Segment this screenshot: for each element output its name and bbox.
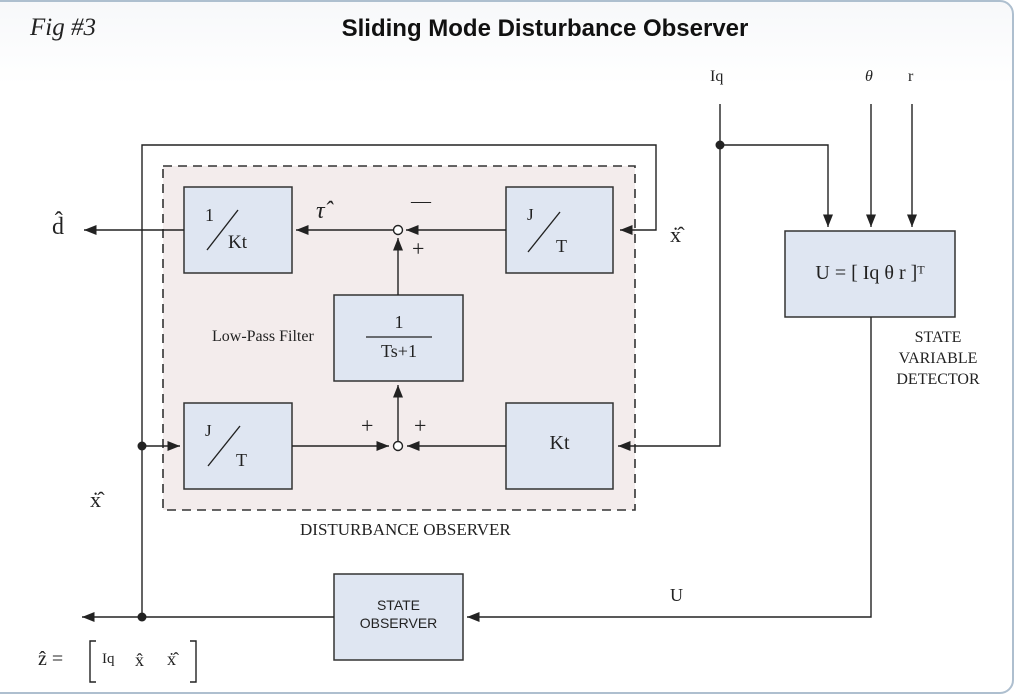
upper-junction-plus-sign: + [412, 236, 425, 261]
j-over-t-top-block [505, 186, 614, 274]
jt-top-numerator: J [527, 205, 534, 224]
d-hat-output-label: d̂ [52, 214, 64, 240]
u-vector-label: U = [ Iq θ r ]ᵀ [815, 262, 925, 284]
kt-block [505, 402, 614, 490]
z-hat-equals-label: ẑ = [38, 648, 64, 670]
upper-summing-junction [392, 224, 404, 236]
jt-bottom-numerator: J [205, 421, 212, 440]
u-vector-block [784, 230, 956, 318]
r-input-label: r [908, 68, 914, 85]
svd-caption-line2: VARIABLE [898, 350, 978, 367]
u-to-state-observer-line [467, 317, 872, 623]
iq-to-u-line [720, 144, 834, 227]
lowpass-caption: Low-Pass Filter [212, 328, 314, 345]
iq-branch-dot [715, 140, 725, 150]
lowpass-numerator: 1 [394, 312, 404, 332]
xdot-hat-input-label: ẋ̂ [670, 222, 681, 247]
xdot-loop-line [141, 144, 657, 446]
inv-kt-block [183, 186, 293, 274]
state-observer-line2: OBSERVER [359, 615, 438, 631]
z-vector-x-hat: x̂ [135, 650, 144, 670]
theta-input-label: θ [865, 68, 873, 85]
xdot-hat-left-label: ẋ̂ [90, 487, 101, 512]
lower-summing-junction [392, 440, 404, 452]
lowpass-filter-block [333, 294, 464, 382]
lower-junction-plus-right: + [414, 413, 427, 438]
j-over-t-bottom-slash [207, 425, 241, 467]
figure-number: Fig #3 [30, 14, 96, 41]
lowpass-denominator: Ts+1 [381, 341, 417, 361]
inv-kt-numerator: 1 [205, 205, 214, 225]
diagram-title: Sliding Mode Disturbance Observer [341, 15, 749, 42]
output-branch-dot [137, 612, 147, 622]
upper-junction-minus-sign: — [411, 190, 431, 212]
state-observer-block [333, 573, 464, 661]
iq-to-kt-line [618, 104, 721, 452]
z-vector-xdot-hat: ẋ̂ [167, 649, 176, 669]
kt-label: Kt [549, 432, 570, 454]
iq-input-label: Iq [710, 68, 724, 85]
j-over-t-top-slash [527, 211, 561, 253]
xdot-branch-dot [137, 441, 147, 451]
z-vector-iq: Iq [102, 651, 115, 667]
state-observer-line1: STATE [376, 597, 421, 613]
svd-caption-line3: DETECTOR [896, 371, 980, 388]
jt-bottom-denominator: T [236, 450, 247, 470]
u-signal-label: U [670, 585, 683, 605]
z-matrix-left-bracket [89, 640, 96, 683]
disturbance-observer-caption: DISTURBANCE OBSERVER [300, 520, 511, 539]
svd-caption-line1: STATE [914, 329, 962, 346]
jt-top-denominator: T [556, 236, 567, 256]
inv-kt-denominator: Kt [228, 232, 247, 253]
tau-hat-label: τ̂ [316, 198, 325, 224]
inv-kt-slash [206, 209, 239, 251]
lower-junction-plus-left: + [361, 413, 374, 438]
j-over-t-bottom-block [183, 402, 293, 490]
z-matrix-right-bracket [190, 640, 197, 683]
